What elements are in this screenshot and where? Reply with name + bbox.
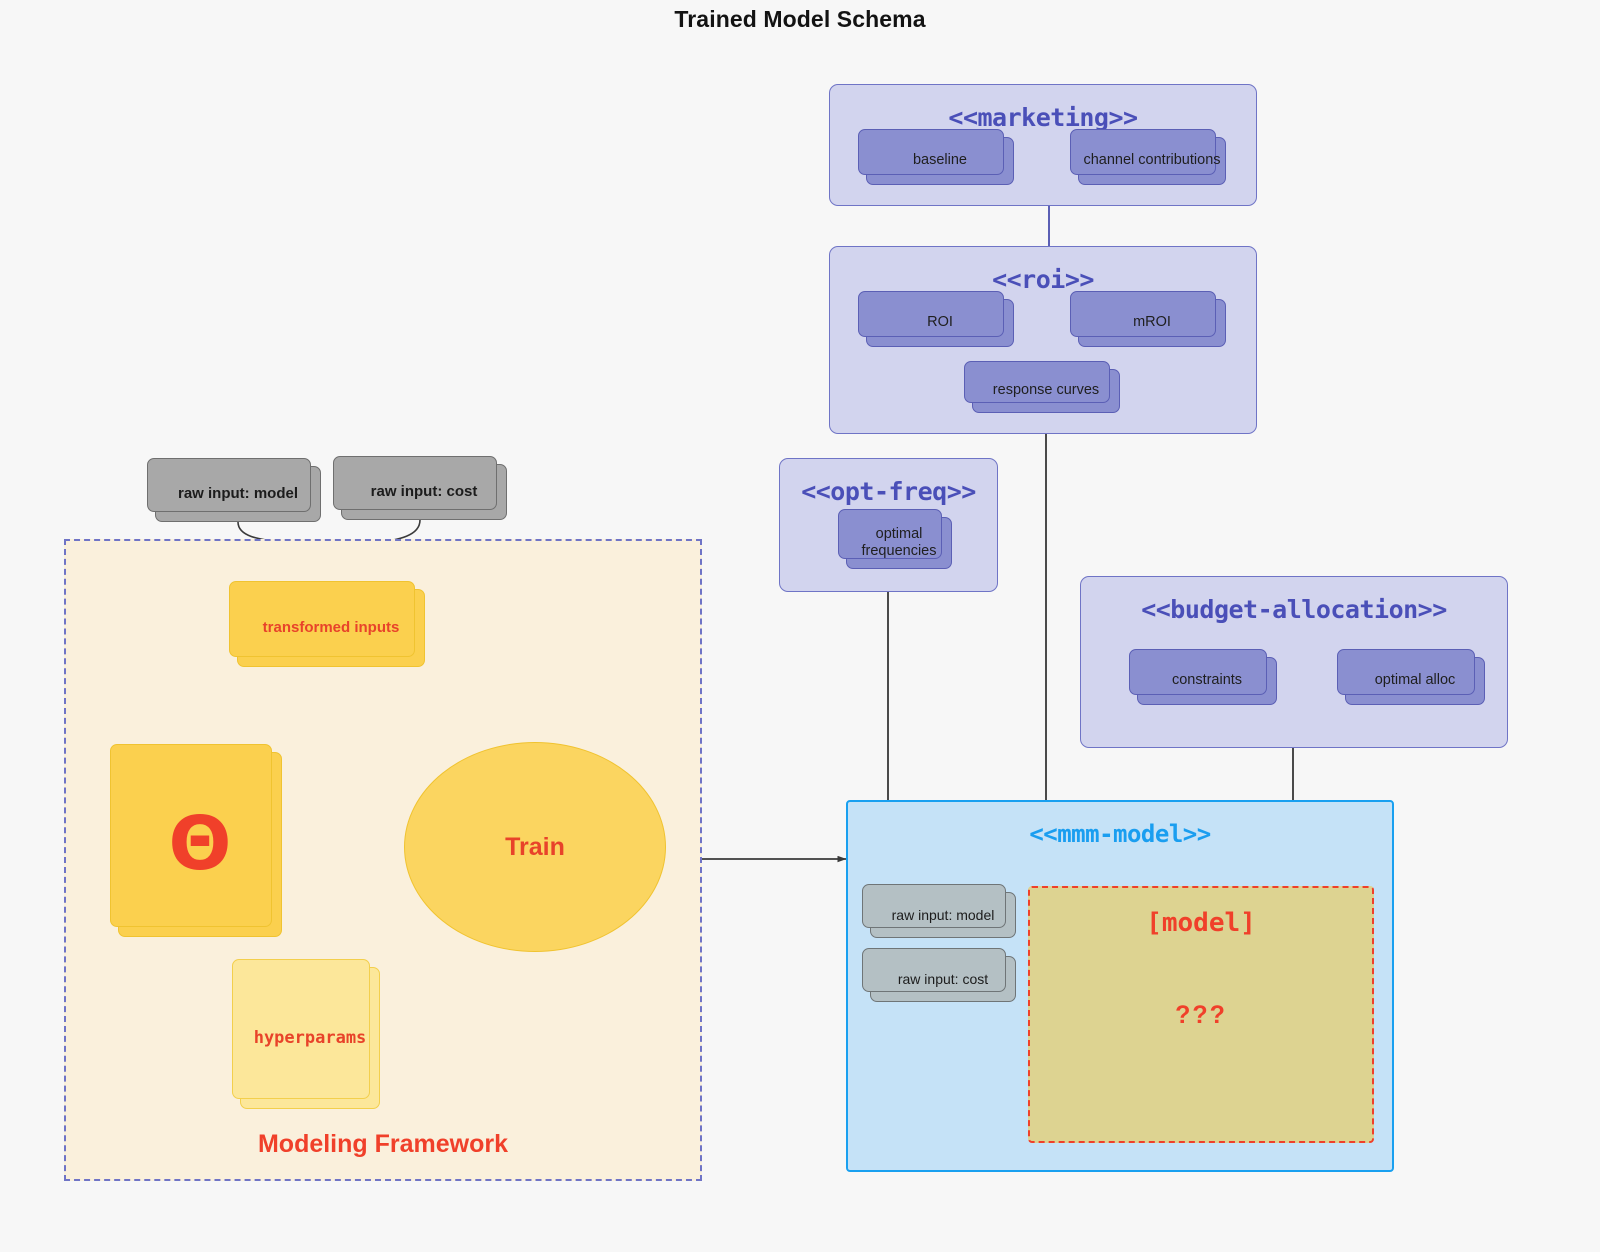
component-label: raw input: cost: [370, 483, 478, 501]
card-stack-shadow: [229, 581, 415, 657]
component-label: raw input: cost: [897, 970, 989, 987]
component-label: ROI: [927, 314, 953, 331]
card-stack-shadow: [964, 361, 1110, 403]
package-mmm-model-title: <<mmm-model>>: [1029, 820, 1211, 848]
node-theta[interactable]: Θ: [110, 744, 282, 937]
card-stack-shadow: [862, 884, 1006, 928]
card-stack-shadow: [147, 458, 311, 512]
node-label: hyperparams: [253, 1027, 367, 1048]
card-stack-shadow: [333, 456, 497, 510]
package-roi[interactable]: <<roi>> ROI mROI response curves: [829, 246, 1257, 434]
card-stack-shadow: [1129, 649, 1267, 695]
component-label: optimal alloc: [1374, 672, 1456, 689]
component-label: response curves: [992, 382, 1100, 399]
card-stack-shadow: [858, 129, 1004, 175]
component-roi[interactable]: ROI: [858, 291, 1014, 347]
mmm-raw-input-cost[interactable]: raw input: cost: [862, 948, 1016, 1002]
node-transformed-inputs[interactable]: transformed inputs: [229, 581, 425, 667]
component-label-line1: optimal: [875, 525, 923, 542]
node-train[interactable]: Train: [404, 742, 666, 952]
component-optimal-alloc[interactable]: optimal alloc: [1337, 649, 1485, 705]
component-mroi[interactable]: mROI: [1070, 291, 1226, 347]
component-optimal-frequencies[interactable]: optimal frequencies: [838, 509, 952, 569]
package-marketing[interactable]: <<marketing>> baseline channel contribut…: [829, 84, 1257, 206]
component-label: constraints: [1171, 672, 1243, 689]
model-unknown-label: ???: [1175, 1001, 1227, 1029]
component-baseline[interactable]: baseline: [858, 129, 1014, 185]
component-response-curves[interactable]: response curves: [964, 361, 1120, 413]
card-stack-shadow: [110, 744, 272, 927]
package-budget-allocation[interactable]: <<budget-allocation>> constraints optima…: [1080, 576, 1508, 748]
card-stack-shadow: [1070, 291, 1216, 337]
component-label: raw input: model: [891, 906, 995, 923]
node-hyperparams[interactable]: hyperparams: [232, 959, 380, 1109]
theta-symbol: Θ: [168, 800, 232, 887]
card-stack-shadow: [862, 948, 1006, 992]
component-label: raw input: model: [178, 485, 298, 503]
card-stack-shadow: [838, 509, 942, 559]
model-label: [model]: [1146, 908, 1256, 938]
package-marketing-title: <<marketing>>: [948, 103, 1138, 132]
component-label-line2: frequencies: [861, 543, 937, 559]
package-budget-allocation-title: <<budget-allocation>>: [1141, 595, 1447, 624]
card-stack-shadow: [1070, 129, 1216, 175]
raw-input-model[interactable]: raw input: model: [147, 458, 321, 522]
page-title: Trained Model Schema: [674, 6, 926, 32]
raw-input-cost[interactable]: raw input: cost: [333, 456, 507, 520]
component-label: channel contributions: [1083, 152, 1221, 169]
model-placeholder-box[interactable]: [model] ???: [1028, 886, 1374, 1143]
component-label: mROI: [1133, 314, 1171, 331]
component-constraints[interactable]: constraints: [1129, 649, 1277, 705]
package-mmm-model[interactable]: <<mmm-model>> raw input: model raw input…: [846, 800, 1394, 1172]
component-channel-contributions[interactable]: channel contributions: [1070, 129, 1226, 185]
card-stack-shadow: [1337, 649, 1475, 695]
card-stack-shadow: [232, 959, 370, 1099]
mmm-raw-input-model[interactable]: raw input: model: [862, 884, 1016, 938]
package-opt-freq[interactable]: <<opt-freq>> optimal frequencies: [779, 458, 998, 592]
node-label: transformed inputs: [262, 619, 400, 637]
card-stack-shadow: [858, 291, 1004, 337]
package-roi-title: <<roi>>: [992, 265, 1094, 294]
modeling-framework-title: Modeling Framework: [257, 1130, 509, 1158]
component-label: baseline: [912, 152, 967, 169]
package-opt-freq-title: <<opt-freq>>: [801, 477, 976, 506]
node-label: Train: [505, 832, 565, 861]
